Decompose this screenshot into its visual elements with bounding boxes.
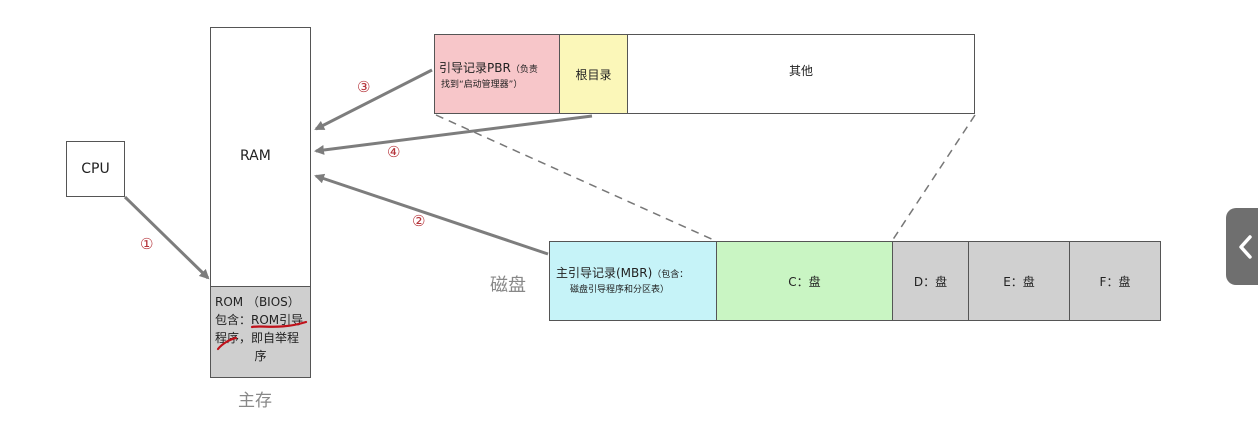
annotation-hook (216, 336, 238, 351)
mbr-box: 主引导记录(MBR)（包含： 磁盘引导程序和分区表） (549, 241, 717, 321)
arrow-step-3 (314, 68, 433, 131)
pbr-box: 引导记录PBR（负责 找到“启动管理器”） (434, 34, 560, 114)
step-1-label: ① (140, 235, 154, 253)
rom-line-2: 包含：ROM引导 (215, 313, 304, 327)
side-panel-toggle[interactable] (1226, 208, 1258, 285)
arrow-step-1 (123, 195, 210, 280)
cpu-box: CPU (66, 141, 125, 197)
pbr-title: 引导记录PBR (439, 61, 511, 75)
chevron-left-icon (1239, 234, 1252, 259)
pbr-note-1: （负责 (510, 65, 538, 75)
dashed-guide-right (891, 114, 976, 242)
rom-line-1: ROM （BIOS） (215, 295, 300, 309)
partition-d-label: D：盘 (913, 274, 948, 289)
root-dir-label: 根目录 (575, 67, 612, 82)
partition-c: C：盘 (716, 241, 893, 321)
mbr-title: 主引导记录(MBR) (556, 266, 653, 280)
step-4-label: ④ (387, 143, 401, 161)
other-label: 其他 (788, 63, 813, 78)
step-3-label: ③ (357, 78, 371, 96)
annotation-underline (250, 320, 308, 329)
rom-box: ROM （BIOS） 包含：ROM引导 程序，即自举程 序 (210, 286, 311, 378)
disk-caption: 磁盘 (490, 275, 526, 296)
partition-e: E：盘 (968, 241, 1070, 321)
ram-box (210, 27, 311, 287)
partition-f-label: F：盘 (1099, 274, 1131, 289)
root-dir-box: 根目录 (559, 34, 628, 114)
rom-line-4: 序 (254, 349, 267, 363)
partition-c-label: C：盘 (788, 274, 821, 289)
mbr-note-2: 磁盘引导程序和分区表） (570, 285, 670, 295)
mbr-note-1: （包含： (652, 270, 689, 280)
arrow-step-2 (314, 173, 549, 256)
partition-e-label: E：盘 (1003, 274, 1035, 289)
main-memory-caption: 主存 (238, 391, 272, 411)
pbr-note-2: 找到“启动管理器”） (441, 80, 523, 90)
partition-d: D：盘 (892, 241, 969, 321)
arrow-step-4 (314, 114, 593, 155)
partition-f: F：盘 (1069, 241, 1161, 321)
other-box: 其他 (627, 34, 975, 114)
rom-line-3: 程序，即自举程 (215, 331, 300, 345)
cpu-label: CPU (81, 161, 110, 177)
step-2-label: ② (412, 212, 426, 230)
dashed-guide-left (435, 114, 717, 242)
ram-label: RAM (240, 148, 271, 164)
